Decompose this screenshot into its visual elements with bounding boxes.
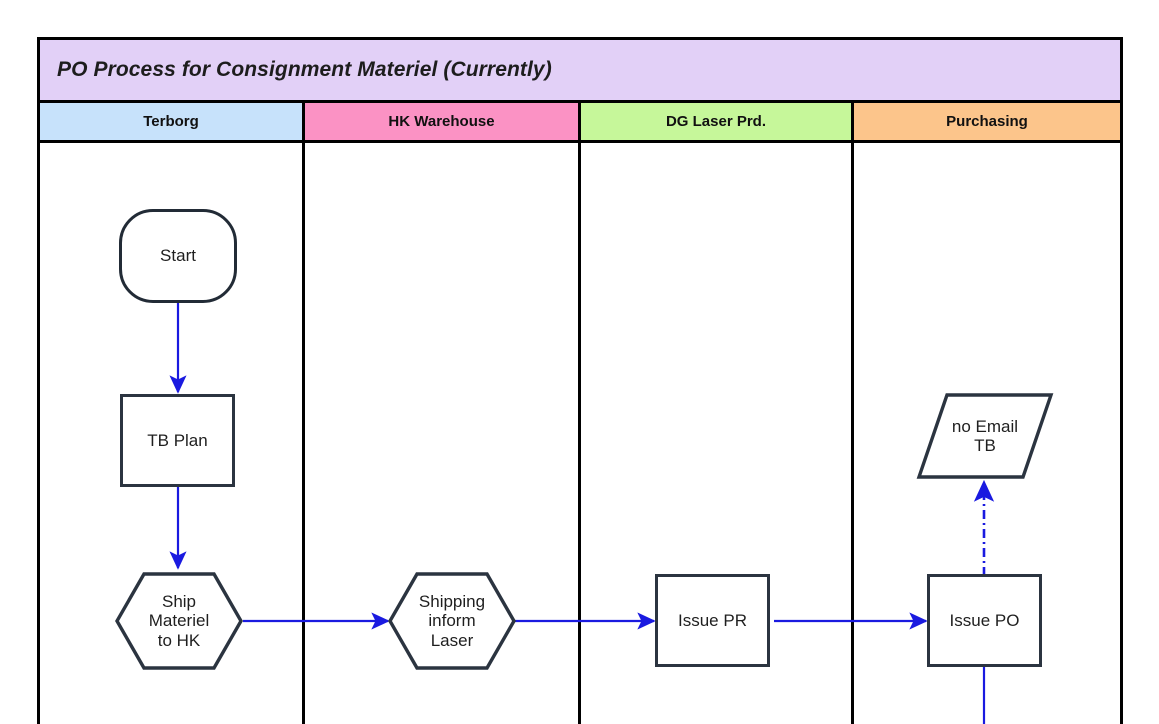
node-issue-pr-label: Issue PR: [678, 610, 747, 630]
diagram-title-band: PO Process for Consignment Materiel (Cur…: [40, 40, 1120, 103]
node-issue-po-label: Issue PO: [949, 610, 1020, 630]
lane-header-terborg[interactable]: Terborg: [40, 103, 305, 143]
node-issue-pr[interactable]: Issue PR: [655, 574, 770, 667]
lane-body-dg-laser-prd: [581, 143, 854, 724]
lane-header-hk-warehouse[interactable]: HK Warehouse: [305, 103, 581, 143]
node-start[interactable]: Start: [119, 209, 237, 303]
lane-header-purchasing[interactable]: Purchasing: [854, 103, 1120, 143]
node-tb-plan[interactable]: TB Plan: [120, 394, 235, 487]
node-tb-plan-label: TB Plan: [147, 430, 208, 450]
lane-header-label-hk-warehouse: HK Warehouse: [388, 113, 495, 130]
lane-header-row: Terborg HK Warehouse DG Laser Prd. Purch…: [40, 103, 1120, 143]
lane-body-row: [40, 143, 1120, 724]
lane-header-label-purchasing: Purchasing: [946, 113, 1028, 130]
node-issue-po[interactable]: Issue PO: [927, 574, 1042, 667]
lane-body-terborg: [40, 143, 305, 724]
node-start-label: Start: [160, 246, 196, 266]
lane-header-dg-laser-prd[interactable]: DG Laser Prd.: [581, 103, 854, 143]
diagram-title: PO Process for Consignment Materiel (Cur…: [57, 58, 552, 81]
lane-body-hk-warehouse: [305, 143, 581, 724]
lane-header-label-terborg: Terborg: [143, 113, 199, 130]
lane-header-label-dg-laser-prd: DG Laser Prd.: [665, 113, 767, 130]
